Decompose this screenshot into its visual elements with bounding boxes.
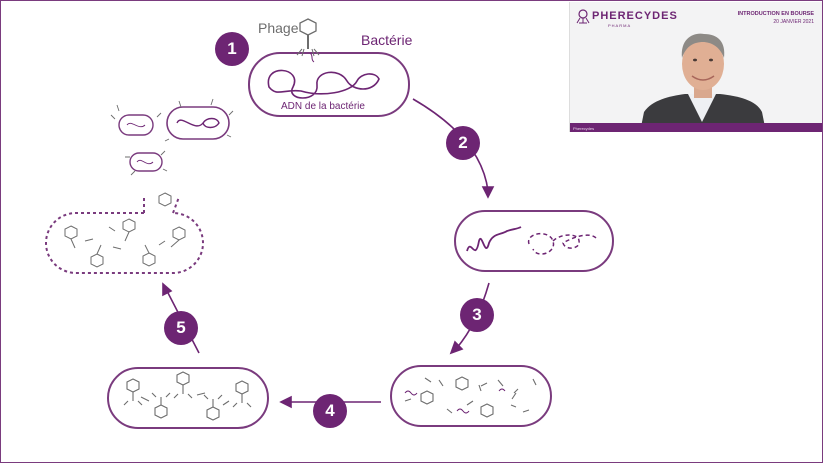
bacteria-label: Bactérie — [361, 32, 413, 48]
event-title: INTRODUCTION EN BOURSE — [737, 11, 814, 17]
video-footer-label: Pherecydes — [573, 126, 595, 131]
stage-4-bacterium — [107, 367, 269, 429]
brand-subtitle: PHARMA — [608, 23, 632, 28]
brand-name: PHERECYDES — [592, 10, 678, 22]
stage-5-bacterium — [45, 192, 204, 274]
bacterial-dna-label: ADN de la bactérie — [281, 101, 365, 112]
step-1-badge: 1 — [215, 32, 249, 66]
speaker-avatar — [640, 33, 766, 132]
step-3-badge: 3 — [460, 298, 494, 332]
step-2-badge: 2 — [446, 126, 480, 160]
video-footer-bar — [570, 123, 822, 132]
cycle-arrows — [162, 98, 495, 409]
phage-icon — [296, 18, 320, 63]
step-5-badge: 5 — [164, 311, 198, 345]
stage-2-bacterium — [454, 210, 614, 272]
stage-1-bacterium — [248, 52, 410, 117]
pherecydes-logo-icon — [576, 9, 590, 24]
phage-label: Phage — [258, 20, 299, 36]
stage-3-bacterium — [390, 365, 552, 427]
speaker-video-feed[interactable]: PHERECYDES PHARMA INTRODUCTION EN BOURSE… — [569, 2, 822, 132]
new-infected-bacteria — [110, 98, 234, 176]
event-date: 20 JANVIER 2021 — [773, 19, 814, 25]
step-4-badge: 4 — [313, 394, 347, 428]
